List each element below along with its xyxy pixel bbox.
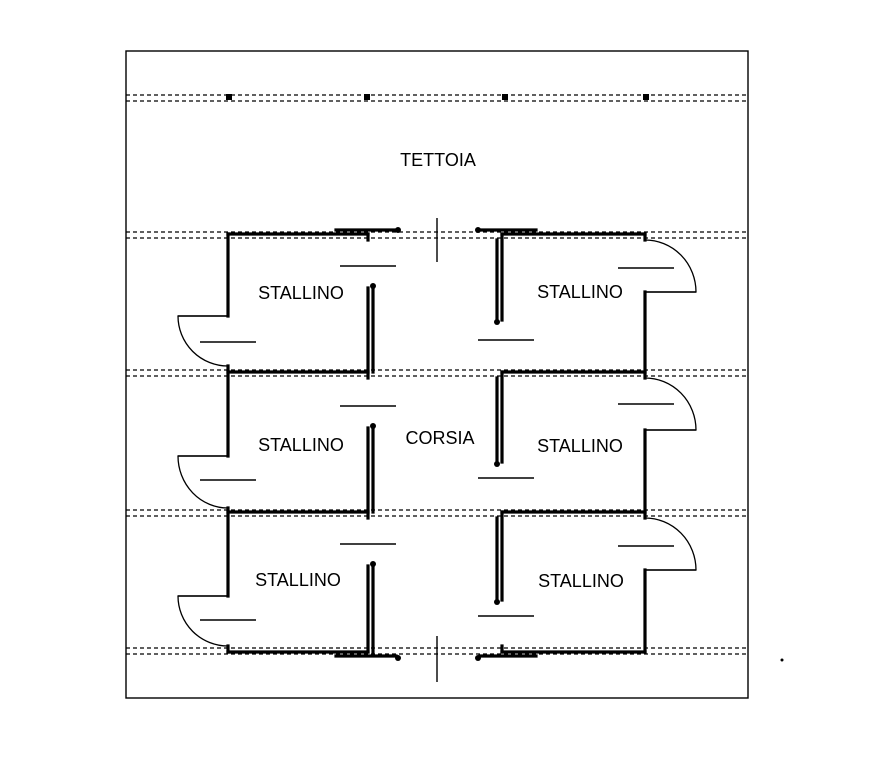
stall-label: STALLINO — [258, 435, 344, 455]
door-arcs — [177, 239, 697, 647]
stall-label: STALLINO — [538, 571, 624, 591]
corridor-marks — [200, 265, 674, 621]
stray-mark — [780, 658, 784, 662]
stall-label: STALLINO — [537, 436, 623, 456]
sliding-doors — [370, 238, 500, 654]
outer-frame — [125, 50, 749, 699]
label-tettoia: TETTOIA — [400, 150, 476, 170]
stall-label: STALLINO — [255, 570, 341, 590]
columns — [226, 94, 649, 100]
label-corsia: CORSIA — [405, 428, 474, 448]
stall-label: STALLINO — [258, 283, 344, 303]
corridor-entrances — [334, 218, 538, 682]
stall-label: STALLINO — [537, 282, 623, 302]
